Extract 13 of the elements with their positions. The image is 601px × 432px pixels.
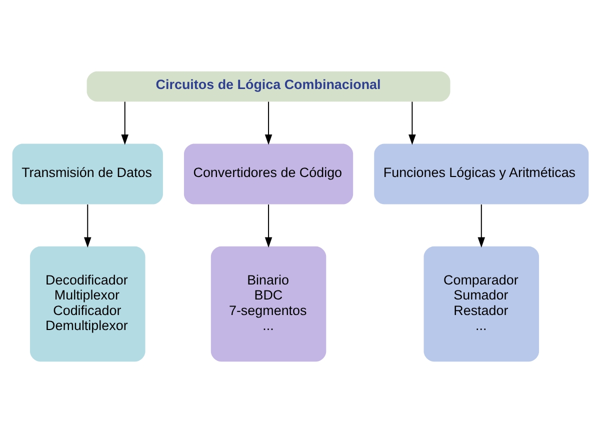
node-box: Decodificador Multiplexor Codificador Demultiplexor	[30, 246, 146, 362]
arrow	[478, 204, 486, 248]
arrow	[264, 204, 272, 248]
node-box: Comparador Sumador Restador ...	[424, 246, 540, 362]
arrow	[84, 204, 92, 248]
node-box: Funciones Lógicas y Aritméticas	[374, 143, 589, 204]
node-box: Transmisión de Datos	[12, 143, 163, 204]
arrow	[264, 101, 272, 144]
arrow	[121, 101, 129, 144]
node-box: Convertidores de Código	[184, 143, 354, 204]
node-box: Binario BDC 7-segmentos ...	[210, 246, 326, 362]
arrow	[408, 101, 416, 144]
node-box: Circuitos de Lógica Combinacional	[86, 70, 450, 102]
